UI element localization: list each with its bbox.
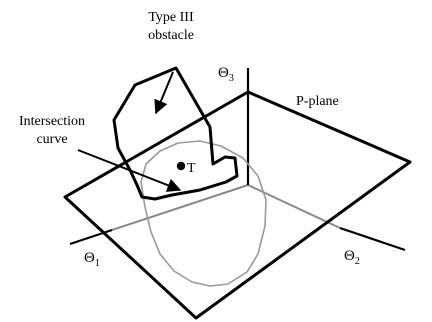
axis-theta1-inner [111,184,249,231]
obstacle-label-line2: obstacle [148,28,194,43]
theta1-label: Θ1 [84,250,100,269]
axis-theta1-outer [69,228,113,246]
theta2-label: Θ2 [344,248,360,267]
point-t-label: T [187,161,196,176]
p-plane [63,90,412,320]
obstacle-label-line1: Type III [148,10,194,25]
intersection-label-line2: curve [36,132,67,147]
point-t-marker [176,161,186,171]
theta3-label: Θ3 [218,65,234,84]
axis-theta2-outer [339,226,406,252]
obstacle-arrow [154,71,174,115]
intersection-label-line1: Intersection [19,114,85,129]
type-iii-obstacle-outline [112,66,239,201]
intersection-region-outline [140,140,267,287]
intersection-arrow [77,149,182,192]
p-plane-label: P-plane [296,94,339,109]
